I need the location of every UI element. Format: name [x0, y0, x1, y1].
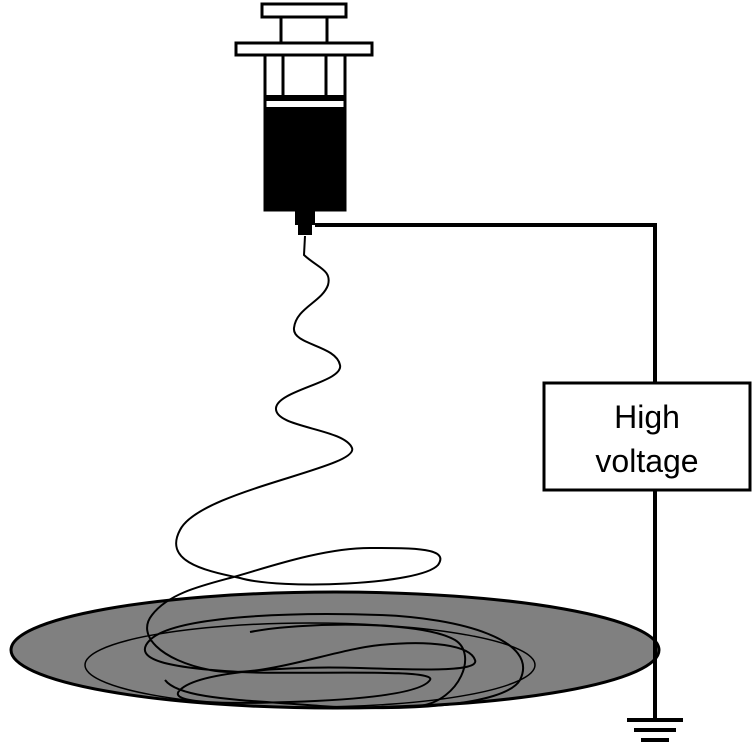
plunger-rod	[279, 15, 329, 45]
polymer-solution	[265, 107, 345, 210]
wire-syringe-to-supply	[315, 223, 657, 383]
collector-inner-ring	[84, 622, 536, 708]
ground-icon	[627, 718, 683, 742]
high-voltage-label-line2: voltage	[595, 443, 698, 479]
finger-flange	[234, 41, 374, 57]
high-voltage-box	[542, 381, 752, 492]
needle	[298, 225, 312, 235]
syringe-icon	[234, 2, 374, 235]
plunger-head	[265, 95, 345, 101]
plunger-cap	[260, 2, 348, 19]
fiber-loop-extra	[249, 623, 467, 707]
polymer-jet	[143, 235, 524, 710]
collector-plate	[9, 590, 661, 710]
high-voltage-label-line1: High	[614, 399, 680, 435]
syringe-tip	[295, 210, 315, 225]
high-voltage-supply: High voltage	[542, 381, 752, 492]
